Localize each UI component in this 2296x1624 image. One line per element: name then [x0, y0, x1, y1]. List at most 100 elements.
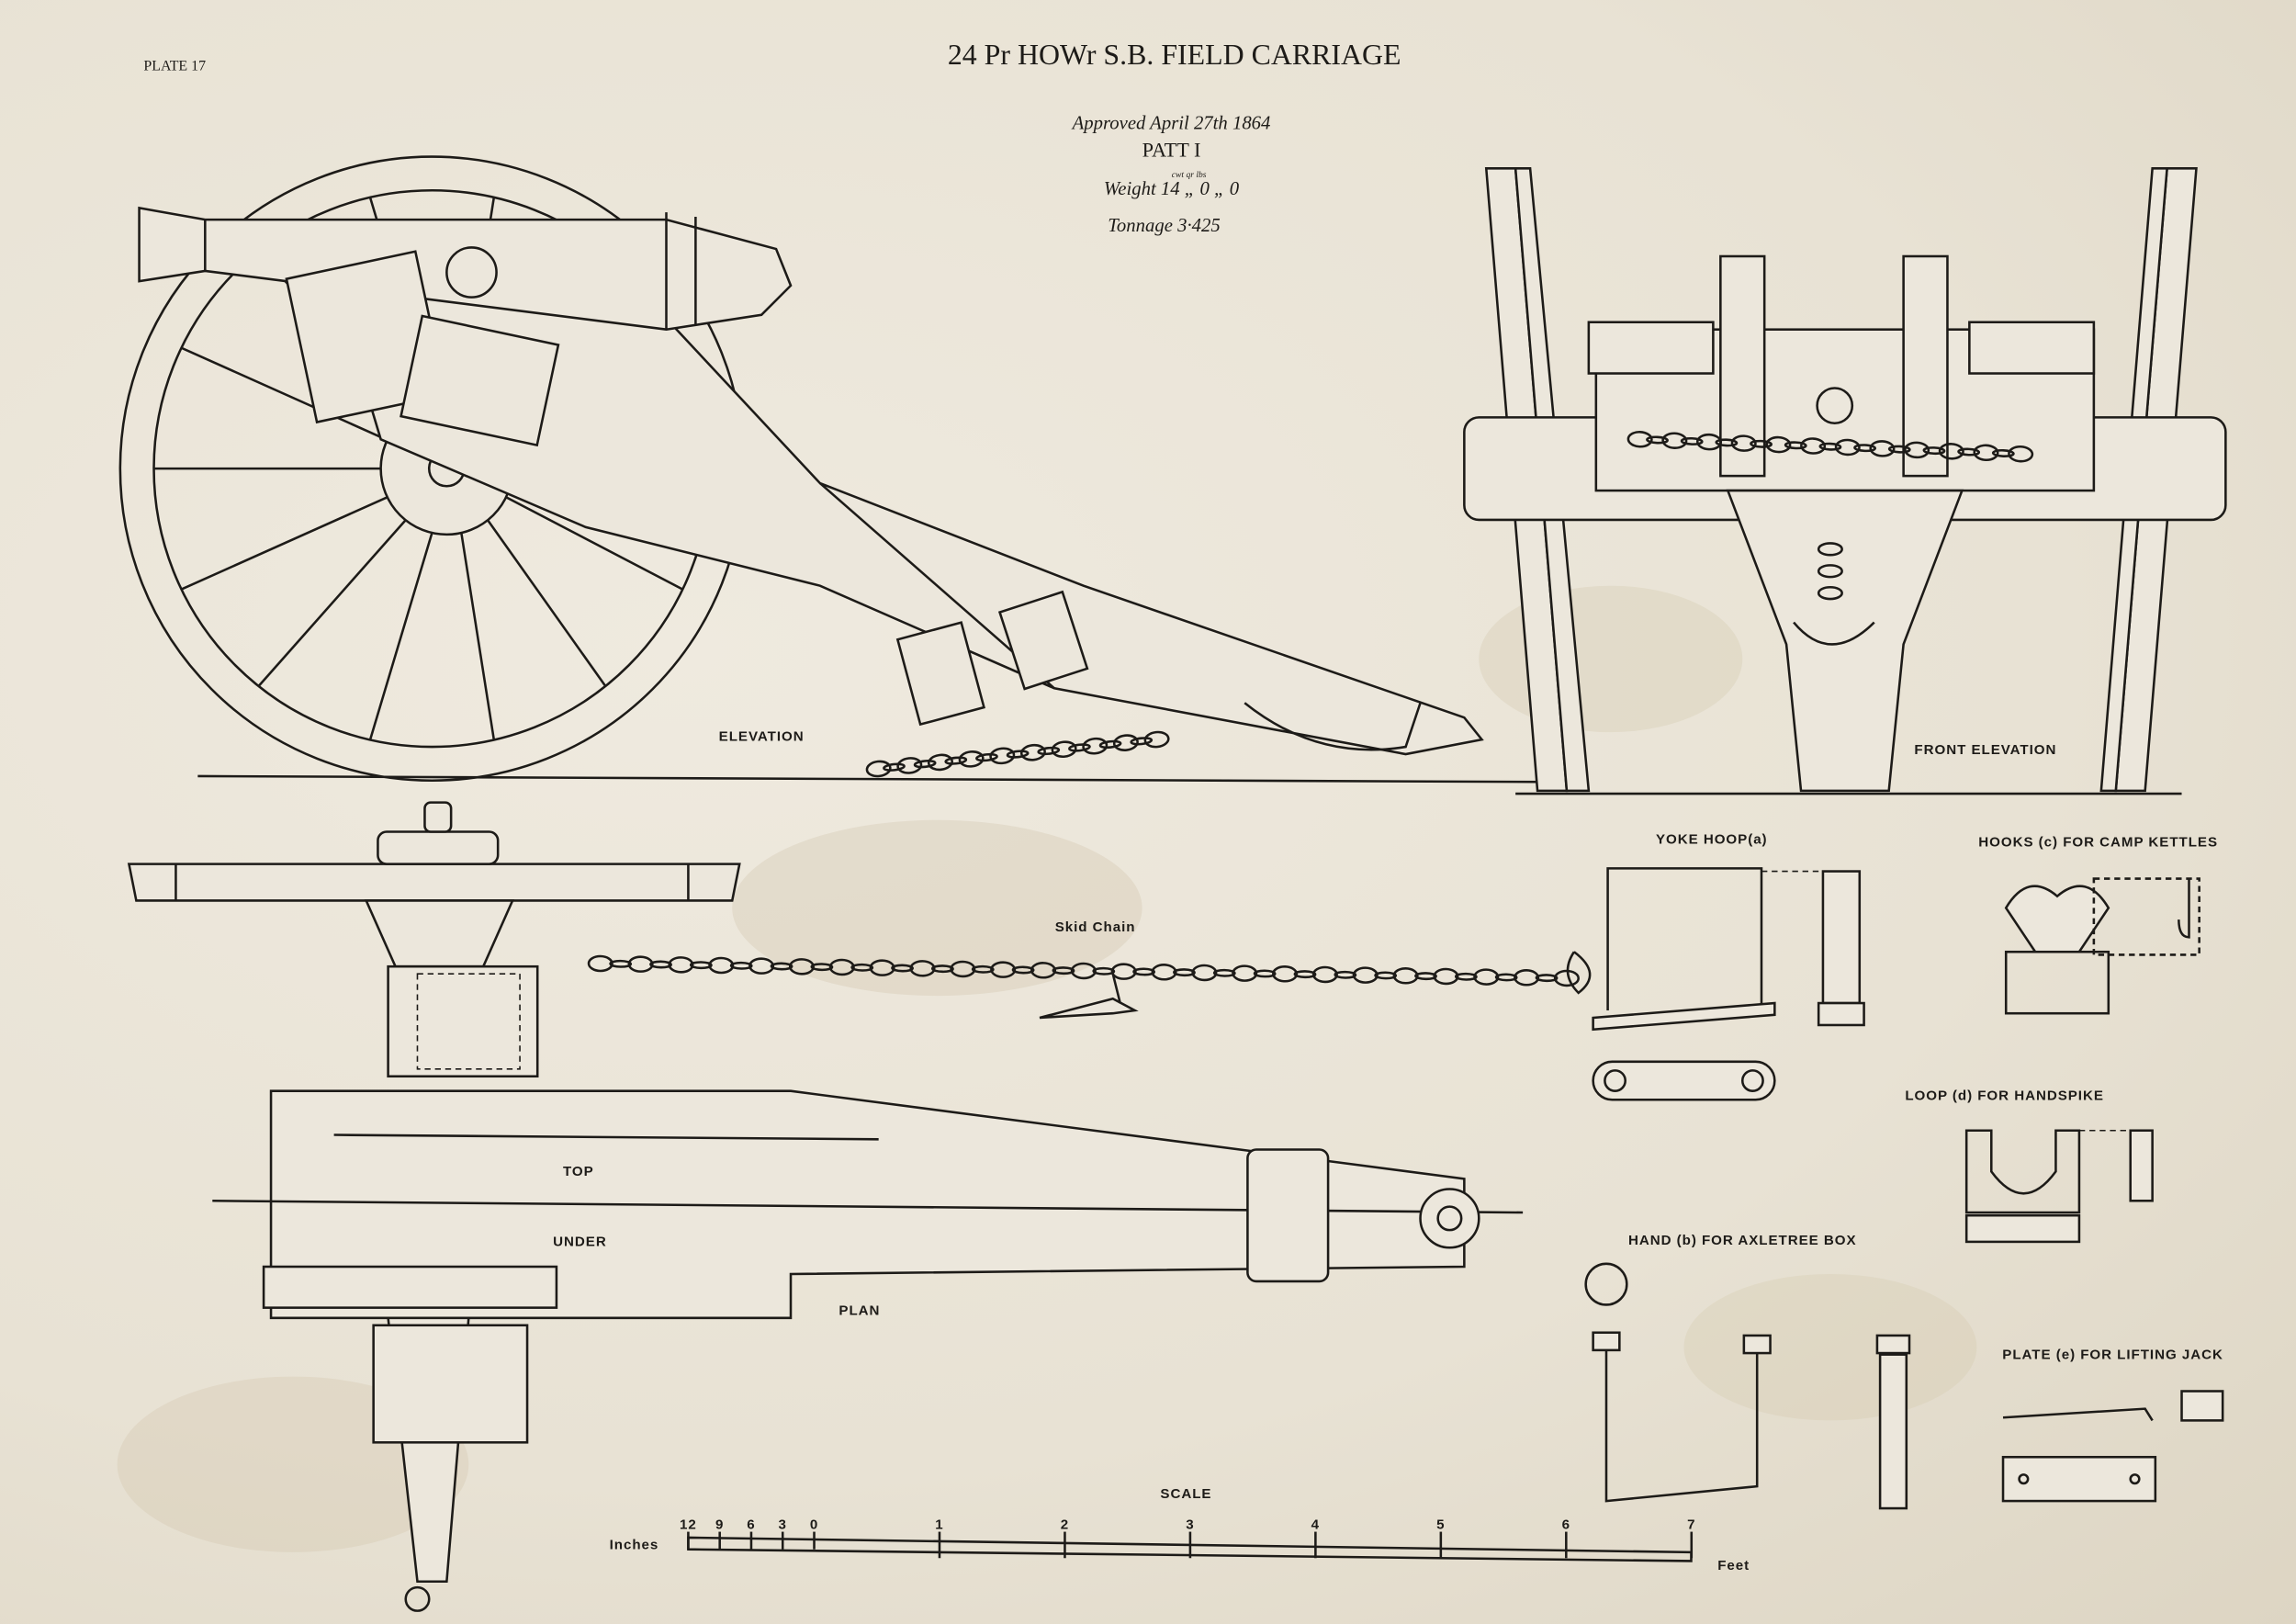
chain-link [1853, 444, 1877, 453]
chain-link [1887, 445, 1911, 454]
chain-link [1132, 967, 1156, 976]
trail-edge [333, 1133, 879, 1141]
hook-base [2004, 950, 2110, 1015]
chain-link [1006, 750, 1030, 759]
chain-link [770, 962, 793, 971]
chain-hook [1566, 951, 1592, 995]
chain-link [1680, 436, 1704, 445]
chain-link [1904, 441, 1930, 459]
camp-kettle-hooks-detail: HOOKS (c) FOR CAMP KETTLES [1978, 834, 2217, 1015]
under-label: UNDER [553, 1235, 607, 1250]
side-elevation-view: ELEVATION [118, 155, 1556, 784]
ground-line [197, 774, 1556, 784]
chain-link [896, 757, 923, 774]
yoke-link-hole [1740, 1069, 1764, 1092]
axle-box-plan [372, 1324, 529, 1444]
trail-shoe [1244, 702, 1422, 751]
left-bracket [1719, 254, 1766, 478]
trail-slot [1817, 564, 1843, 579]
tonnage: Tonnage 3·425 [1108, 216, 1220, 236]
chain-link [1715, 438, 1739, 447]
plate-jack-label: PLATE (e) FOR LIFTING JACK [2002, 1347, 2223, 1362]
cross-bar [262, 1265, 558, 1309]
inches-label: Inches [610, 1538, 659, 1553]
skid-shoe [1039, 997, 1139, 1020]
chain-link [1334, 970, 1357, 979]
trail-plate [997, 590, 1089, 691]
chain-link [1212, 968, 1236, 977]
skid-chain-detail: Skid Chain [587, 919, 1592, 1020]
trunnion [445, 246, 498, 299]
chain-link [1973, 444, 1999, 462]
handspike-loop [1793, 621, 1875, 646]
hidden-outline [416, 973, 521, 1070]
right-axletree-box [1968, 321, 2096, 375]
jack-plate-side [2002, 1407, 2154, 1422]
chain-link [729, 961, 753, 970]
chain-link [1019, 743, 1046, 761]
chain-link [1454, 972, 1478, 981]
skid-chain-label: Skid Chain [1055, 919, 1136, 935]
yoke-side-base [1817, 1001, 1865, 1027]
yoke-base [1592, 1001, 1776, 1032]
yoke-hoop-label: YOKE HOOP(a) [1656, 831, 1768, 847]
wheel-spoke [368, 532, 433, 740]
wheel-spoke [460, 532, 496, 740]
chain-link [1626, 431, 1653, 448]
front-elevation-label: FRONT ELEVATION [1914, 742, 2056, 758]
feet-tick-label: 7 [1687, 1517, 1695, 1532]
plate-number: PLATE 17 [143, 59, 206, 74]
wheel-spoke [180, 346, 388, 442]
chain-link [1253, 969, 1277, 978]
chain-link [927, 753, 953, 772]
elevation-label: ELEVATION [719, 729, 805, 745]
chain-link [950, 960, 976, 978]
chain-link [1991, 448, 2015, 457]
hand-nut [1742, 1334, 1772, 1355]
chain-link [1311, 965, 1338, 984]
trail-eye [1419, 1188, 1480, 1249]
chain-link [1272, 965, 1299, 983]
trail-plan [269, 1089, 1466, 1320]
yoke-hoop-detail: YOKE HOOP(a) [1592, 831, 1865, 1101]
left-axletree-box [1587, 321, 1715, 375]
feet-tick-label: 5 [1436, 1517, 1445, 1532]
chain-link [1112, 734, 1139, 751]
inch-tick-label: 9 [715, 1517, 724, 1532]
skid-link [1111, 973, 1121, 1004]
chain-link [1765, 435, 1792, 454]
chain-link [989, 747, 1016, 765]
handspike-loop-detail: LOOP (d) FOR HANDSPIKE [1905, 1088, 2154, 1244]
chain-link [1661, 432, 1688, 449]
wheel-spoke [180, 496, 388, 591]
front-elevation-view: FRONT ELEVATION [1463, 167, 2227, 795]
loop [1964, 1129, 2081, 1214]
chain-link [1082, 737, 1109, 755]
hand-ring [1584, 1262, 1628, 1306]
chain-link [1030, 962, 1057, 979]
chain-link [1130, 737, 1154, 746]
inch-tick-label: 0 [810, 1517, 818, 1532]
chain-link [1052, 966, 1075, 976]
chain-link [1037, 746, 1061, 756]
chain-link [1834, 438, 1861, 457]
wheel-spoke [257, 519, 407, 687]
chain-link [891, 964, 915, 973]
chain-link [1750, 439, 1773, 448]
chain-link [627, 955, 654, 973]
chain-link [609, 959, 633, 968]
trail-slot [1817, 586, 1843, 601]
approval-date: Approved April 27th 1864 [1071, 113, 1271, 133]
chain-link [971, 964, 995, 974]
pattern-number: PATT I [1142, 139, 1201, 162]
chain-link [1869, 440, 1896, 457]
chain-link [1473, 968, 1500, 986]
hand-side-nut [1875, 1334, 1911, 1355]
hub-base [364, 899, 515, 968]
chain-link [1494, 973, 1518, 982]
front-chain [1626, 431, 2034, 463]
